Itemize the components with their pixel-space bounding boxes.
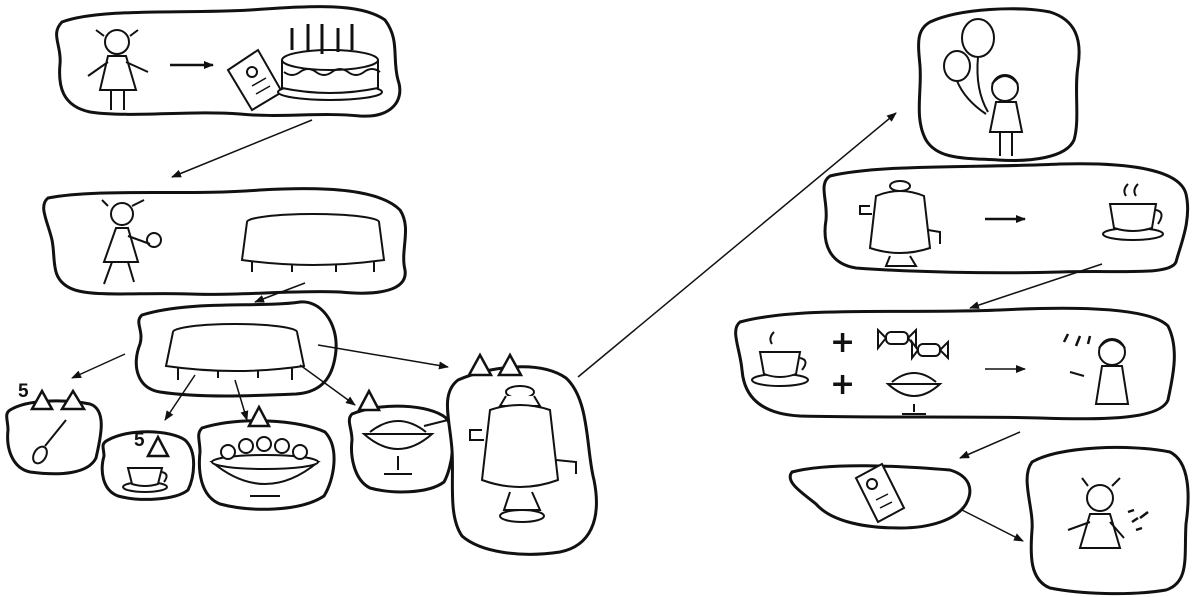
scene-card	[788, 462, 972, 530]
plus-sign: +	[830, 325, 855, 360]
girl-icon	[87, 29, 149, 110]
birthday-cake-icon	[277, 24, 383, 101]
samovar-icon	[859, 180, 941, 267]
boy-icon	[988, 74, 1024, 156]
triangle-marker	[246, 404, 272, 428]
happy-girl-icon	[1067, 477, 1149, 549]
triangle-marker	[59, 388, 87, 411]
boy-icon	[1062, 333, 1130, 405]
item-dessert-bowl	[347, 388, 455, 494]
cloud-bubble	[1025, 445, 1190, 596]
samovar-icon	[469, 385, 577, 523]
item-spoon: 5	[5, 381, 103, 476]
item-samovar	[445, 352, 598, 556]
cloud-bubble	[100, 430, 196, 501]
candy-icon	[877, 327, 949, 361]
triangle-marker	[496, 352, 524, 377]
balloons-icon	[943, 18, 995, 115]
teacup-icon	[122, 467, 168, 493]
triangle-marker	[356, 388, 382, 412]
scene-thanks	[1025, 445, 1190, 596]
item-candy-bowl	[197, 404, 336, 511]
covered-table-icon	[164, 323, 306, 380]
cloud-bubble	[734, 306, 1176, 421]
cloud-bubble	[917, 7, 1081, 162]
scene-guest	[917, 7, 1081, 162]
scene-birthday	[55, 5, 402, 118]
birthday-card-icon	[854, 462, 906, 524]
tablecloth-table-icon	[240, 213, 386, 272]
scene-pour-tea	[822, 162, 1190, 275]
scene-set-table	[42, 187, 408, 296]
spoon-count-label: 5	[18, 381, 29, 402]
cloud-bubble	[5, 399, 103, 476]
plus-sign: +	[830, 367, 855, 402]
item-teacup: 5	[100, 430, 196, 501]
triangle-marker	[466, 352, 494, 377]
scene-table-items	[134, 300, 338, 398]
dessert-bowl-icon	[361, 419, 449, 475]
triangle-marker	[29, 388, 55, 411]
cup-count-label: 5	[134, 430, 145, 451]
teacup-icon	[1102, 183, 1164, 241]
girl-with-flowers-icon	[101, 199, 162, 285]
dessert-bowl-icon	[885, 372, 943, 415]
triangle-marker	[145, 434, 171, 458]
candy-bowl-icon	[209, 436, 321, 497]
teacup-icon	[751, 331, 809, 387]
scene-tea-party: + +	[734, 306, 1176, 421]
spoon-icon	[32, 419, 67, 465]
